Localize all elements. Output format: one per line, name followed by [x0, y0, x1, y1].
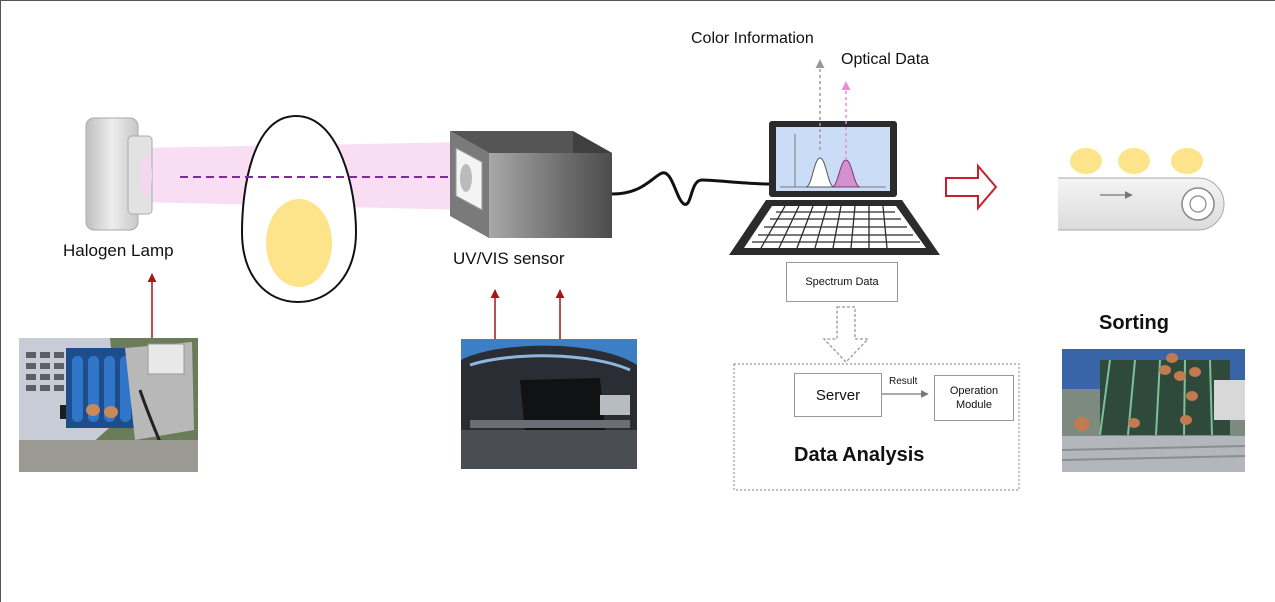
conveyor-egg: [1070, 148, 1102, 174]
laptop-icon: [729, 121, 940, 255]
server-label: Server: [815, 386, 861, 404]
halogen-lamp-label: Halogen Lamp: [63, 241, 174, 260]
operation-module-box: Operation Module: [934, 375, 1014, 421]
sorting-label: Sorting: [1099, 312, 1169, 334]
uv-vis-sensor-icon: [450, 131, 612, 238]
color-information-label: Color Information: [691, 30, 814, 47]
spectrum-data-label: Spectrum Data: [805, 276, 879, 288]
result-label: Result: [889, 376, 918, 387]
uv-vis-sensor-label: UV/VIS sensor: [453, 249, 565, 268]
sorting-machine-photo: [1061, 349, 1246, 472]
operation-module-label: Operation Module: [949, 385, 999, 411]
data-analysis-label: Data Analysis: [794, 444, 925, 466]
egg-icon: [240, 114, 358, 304]
analysis-down-arrow: [822, 306, 870, 363]
conveyor-icon: [1058, 177, 1225, 231]
conveyor-egg: [1171, 148, 1203, 174]
sensor-setup-photo: [461, 339, 637, 469]
halogen-lamp-icon: [85, 117, 153, 231]
sorting-arrow-icon: [945, 163, 998, 211]
data-analysis-frame: [733, 363, 1020, 491]
optical-data-label: Optical Data: [841, 51, 930, 68]
lamp-setup-photo: [19, 338, 198, 472]
server-box: Server: [794, 373, 882, 417]
spectrum-data-box: Spectrum Data: [786, 262, 898, 302]
sensor-cable: [611, 171, 771, 206]
conveyor-egg: [1118, 148, 1150, 174]
